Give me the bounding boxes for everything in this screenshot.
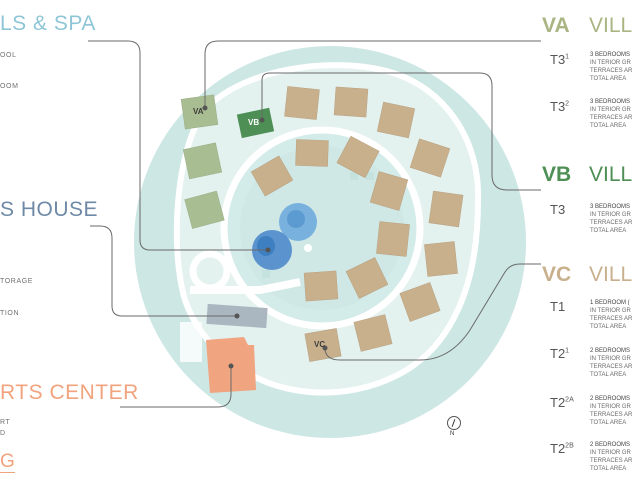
- pool-small-inner: [257, 236, 275, 256]
- sports-center-annex: [180, 322, 202, 362]
- compass-label: N: [450, 431, 455, 437]
- type-description: 2 BEDROOMS IN TERIOR GR TERRACES AR TOTA…: [590, 396, 633, 426]
- villa-vc-code: VC: [542, 263, 572, 286]
- villa-vb-code: VB: [542, 163, 572, 186]
- pools-spa-title: LS & SPA: [0, 12, 96, 35]
- type-code: T22A: [550, 395, 574, 410]
- sports-item: RT: [0, 419, 11, 426]
- villa-vc-name: VILL: [589, 263, 633, 286]
- villa-va-name: VILL: [589, 14, 633, 37]
- type-code: T21: [550, 346, 570, 361]
- compass-icon: [447, 416, 461, 430]
- type-description: 3 BEDROOMS IN TERIOR GR TERRACES AR TOTA…: [590, 52, 633, 82]
- pools-spa-item: OOL: [0, 52, 17, 59]
- bottom-left-title: G: [0, 451, 16, 473]
- villas-va: [180, 94, 225, 229]
- type-description: 3 BEDROOMS IN TERIOR GR TERRACES AR TOTA…: [590, 99, 633, 129]
- type-code: T32: [550, 99, 570, 114]
- leader-dots: [202, 105, 328, 369]
- pool-large-inner: [287, 210, 305, 228]
- type-code: T22B: [550, 441, 574, 456]
- villas-vc-outer: [284, 86, 464, 362]
- pool-dot: [304, 244, 312, 252]
- house-item: TORAGE: [0, 278, 34, 285]
- map-label-vb: VB: [248, 118, 260, 127]
- type-code: T31: [550, 52, 570, 67]
- villa-vb: [236, 107, 275, 139]
- house-item: TION: [0, 310, 20, 317]
- villas-vc-inner: [250, 135, 410, 302]
- type-description: 3 BEDROOMS IN TERIOR GR TERRACES AR TOTA…: [590, 204, 633, 234]
- type-code: T1: [550, 299, 566, 314]
- type-description: 2 BEDROOMS IN TERIOR GR TERRACES AR TOTA…: [590, 442, 633, 472]
- type-description: 1 BEDROOM ( IN TERIOR GR TERRACES AR TOT…: [590, 300, 633, 330]
- house-title: S HOUSE: [0, 198, 99, 221]
- access-road: [190, 278, 301, 294]
- sports-center-title: RTS CENTER: [0, 381, 139, 404]
- pools-spa-item: OOM: [0, 83, 19, 90]
- map-label-va: VA: [193, 107, 204, 116]
- villa-vb-name: VILL: [589, 163, 633, 186]
- type-code: T3: [550, 202, 566, 217]
- villa-va-code: VA: [542, 14, 570, 37]
- type-description: 2 BEDROOMS IN TERIOR GR TERRACES AR TOTA…: [590, 348, 633, 378]
- map-label-vc: VC: [314, 340, 326, 349]
- sports-item: D: [0, 430, 6, 437]
- leader-lines: [88, 40, 541, 408]
